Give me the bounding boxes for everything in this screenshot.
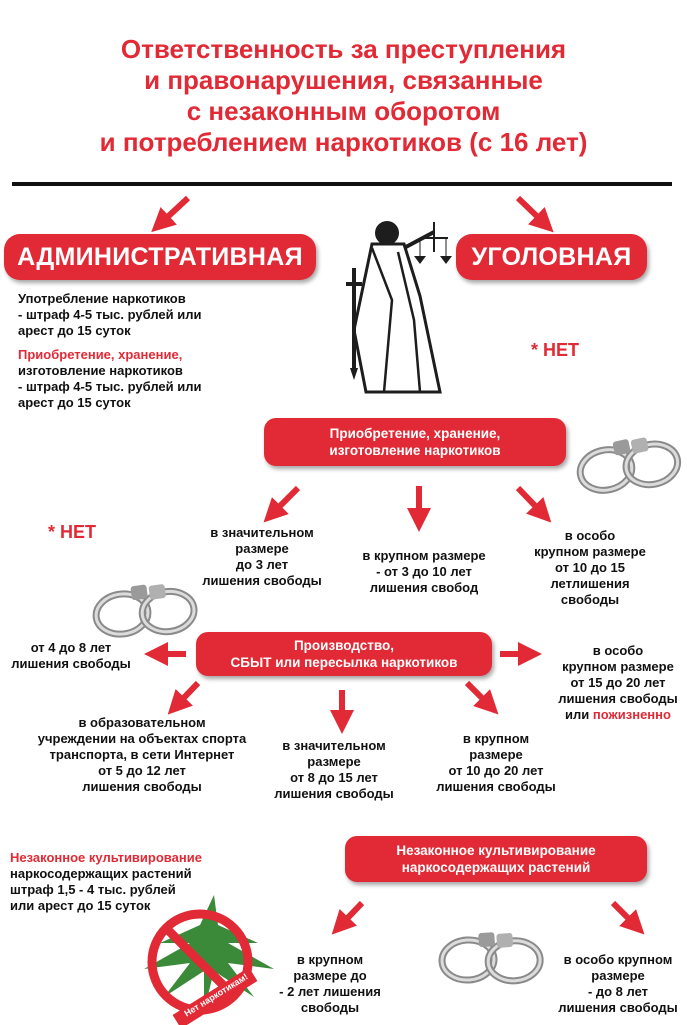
admin-none-note: * НЕТ — [48, 522, 97, 542]
admin-acquisition-text: Приобретение, хранение, изготовление нар… — [18, 347, 202, 410]
page-title: Ответственность за преступления и правон… — [99, 34, 588, 157]
acq-large-text: в крупном размере - от 3 до 10 лет лишен… — [362, 548, 486, 595]
arrow-acq-significant — [263, 485, 301, 523]
prod-significant-text: в значительном размере от 8 до 15 лет ли… — [274, 738, 394, 801]
criminal-none-note: * НЕТ — [531, 340, 580, 360]
handcuffs-icon — [575, 430, 681, 499]
criminal-header: УГОЛОВНАЯ — [456, 234, 647, 280]
production-pill: Производство, СБЫТ или пересылка наркоти… — [196, 632, 492, 676]
handcuffs-icon — [93, 578, 197, 641]
title-divider — [12, 182, 672, 186]
admin-cultivation-text: Незаконное культивирование наркосодержащ… — [10, 850, 202, 913]
acquisition-pill: Приобретение, хранение, изготовление нар… — [264, 418, 566, 466]
themis-statue-icon — [346, 221, 452, 394]
prod-education-text: в образовательном учреждении на объектах… — [37, 715, 247, 794]
prod-left-text: от 4 до 8 лет лишения свободы — [11, 640, 131, 671]
prod-large-text: в крупном размере от 10 до 20 лет лишени… — [436, 731, 556, 794]
arrow-prod-education — [167, 680, 201, 715]
cult-large-text: в крупном размере до - 2 лет лишения сво… — [279, 952, 381, 1015]
arrow-prod-large — [464, 680, 499, 715]
cultivation-pill: Незаконное культивирование наркосодержащ… — [345, 836, 647, 882]
acq-especially-text: в особо крупном размере от 10 до 15 летл… — [534, 528, 646, 607]
cult-especially-text: в особо крупном размере - до 8 лет лишен… — [558, 952, 678, 1015]
no-drugs-stamp-icon — [144, 895, 274, 1025]
handcuffs-icon — [440, 929, 541, 986]
arrow-cult-large — [331, 900, 365, 935]
admin-use-text: Употребление наркотиков - штраф 4-5 тыс.… — [18, 291, 202, 338]
arrow-to-criminal — [515, 195, 554, 233]
prod-right-text: в особо крупном размере от 15 до 20 лет … — [558, 643, 678, 722]
arrow-to-admin — [151, 195, 191, 233]
acq-significant-text: в значительном размере до 3 лет лишения … — [202, 525, 322, 588]
arrow-cult-especially — [610, 900, 645, 935]
admin-header: АДМИНИСТРАТИВНАЯ — [4, 234, 316, 280]
arrow-acq-especially — [515, 485, 552, 523]
